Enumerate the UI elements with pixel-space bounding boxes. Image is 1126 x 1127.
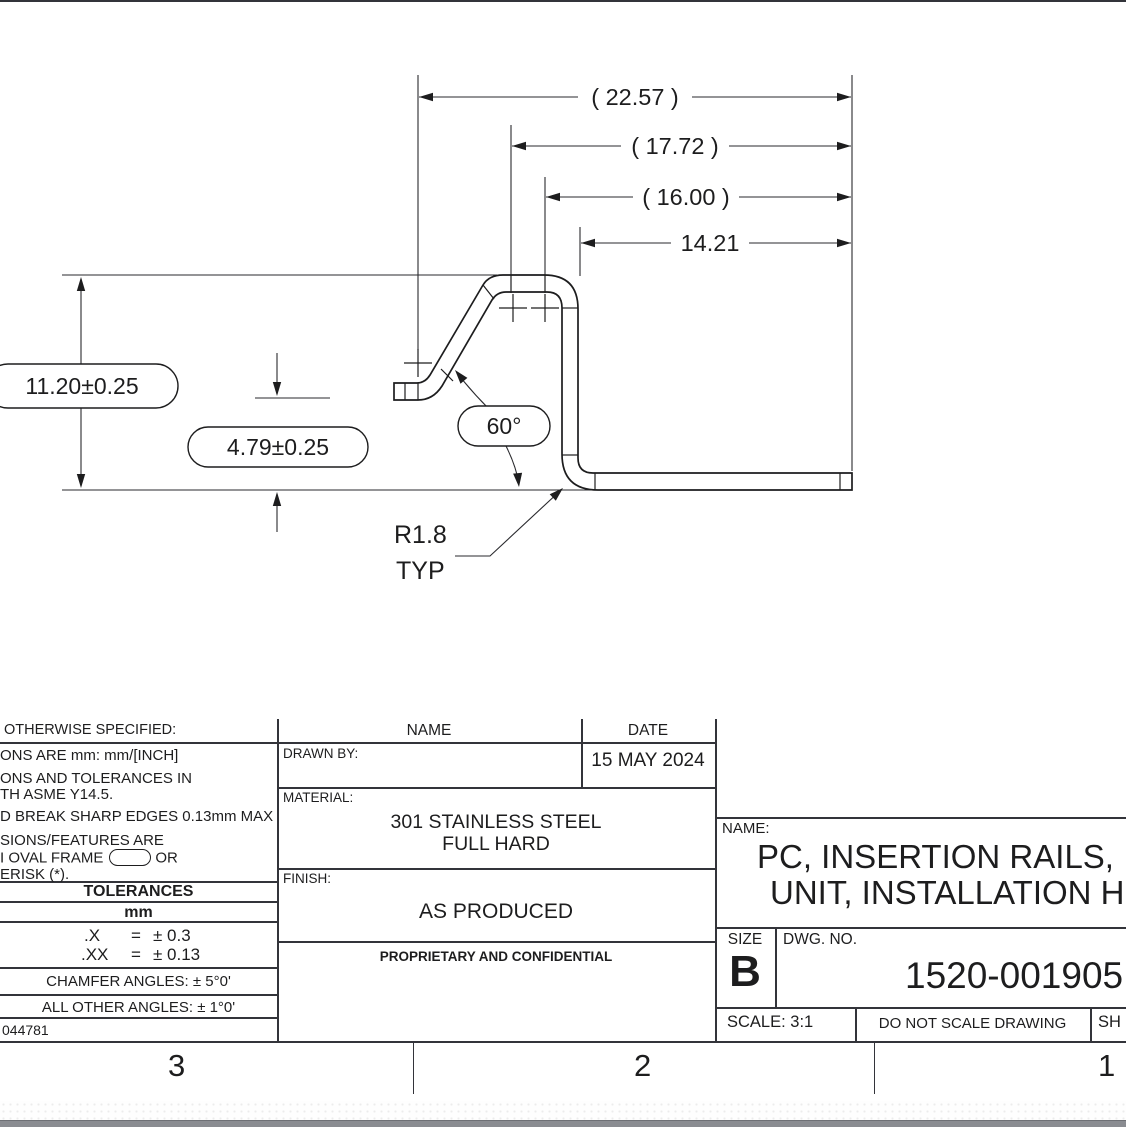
note-line: ONS ARE mm: mm/[INCH] [0,747,179,764]
titleblock-border [855,1007,857,1041]
oval-frame-icon [109,849,152,866]
titleblock-border [0,881,277,883]
note-line: ONS AND TOLERANCES IN [0,770,192,787]
size-value: B [729,947,761,996]
tolerances-title: TOLERANCES [83,883,194,900]
tol-eq: = [131,926,141,945]
titleblock-border [0,0,1126,2]
scale-label: SCALE: 3:1 [727,1013,814,1031]
titleblock-border [277,941,715,943]
tol-eq: = [131,945,141,964]
part-name-label: NAME: [722,820,770,837]
dwg-no-label: DWG. NO. [783,931,858,948]
titleblock-border [0,967,277,969]
tol-label: .X [84,926,101,945]
note-line-text: I OVAL FRAME [0,849,104,867]
name-column-header: NAME [406,722,452,739]
titleblock-border [0,1017,277,1019]
dim-17-72-label: ( 17.72 ) [631,133,719,159]
dim-16-00-label: ( 16.00 ) [642,184,730,210]
part-profile [393,274,853,491]
titleblock-border [277,787,715,789]
date-column-header: DATE [627,722,669,739]
finish-label: FINISH: [283,871,332,886]
dim-14-21-label: 14.21 [681,230,740,256]
titleblock-border [715,927,1126,929]
dimension-arrowheads [76,92,851,506]
zone-number-1: 1 [1098,1048,1116,1083]
size-label: SIZE [727,931,763,948]
material-value-line1: 301 STAINLESS STEEL [390,811,602,833]
dim-radius-typ-label: TYP [396,557,445,585]
tol-value: ± 0.13 [153,945,201,964]
titleblock-border [715,1007,1126,1009]
tol-label: .XX [81,945,109,964]
center-marks [404,294,559,377]
note-line: D BREAK SHARP EDGES 0.13mm MAX [0,808,274,825]
titleblock-border [277,719,279,1042]
window-bottom-bar [0,1120,1126,1127]
note-line: TH ASME Y14.5. [0,786,114,803]
titleblock-border [0,921,277,923]
titleblock-border [715,817,1126,819]
inspection-ovals [0,363,551,468]
titleblock-border [715,719,717,1042]
finish-value: AS PRODUCED [418,900,574,923]
chamfer-angles: CHAMFER ANGLES: ± 5°0' [46,973,231,990]
titleblock-border [1090,1007,1092,1041]
notes-header: OTHERWISE SPECIFIED: [4,722,177,738]
dim-height-label: 11.20±0.25 [25,373,138,399]
note-line: SIONS/FEATURES ARE [0,832,164,849]
tol-value: ± 0.3 [153,926,191,945]
dim-overall-label: ( 22.57 ) [591,84,679,110]
titleblock-border [0,901,277,903]
material-label: MATERIAL: [283,790,354,805]
zone-separator [413,1042,415,1094]
dim-angle-label: 60° [487,413,522,439]
note-line: ERISK (*). [0,866,70,883]
note-line-text: OR [155,849,178,867]
titleblock-border [0,994,277,996]
note-line-oval-frame: I OVAL FRAME OR [0,849,178,868]
zone-separator [874,1042,876,1094]
drawing-view: ( 22.57 ) ( 17.72 ) ( 16.00 ) 14.21 11.2… [0,75,853,585]
part-name-line1: PC, INSERTION RAILS, [757,838,1114,875]
tolerances-unit: mm [124,904,153,921]
page-edge-texture [0,1101,1126,1120]
titleblock-border [0,742,715,744]
dim-radius-label: R1.8 [394,521,447,549]
zone-number-2: 2 [634,1048,652,1083]
do-not-scale-label: DO NOT SCALE DRAWING [878,1015,1067,1032]
dim-tab-height-label: 4.79±0.25 [227,434,329,460]
sheet-label: SH [1098,1013,1121,1031]
doc-number: 044781 [2,1022,49,1038]
part-name-line2: UNIT, INSTALLATION H [770,874,1125,911]
extension-lines [62,75,853,491]
zone-number-3: 3 [168,1048,186,1083]
drawn-date: 15 MAY 2024 [591,750,705,771]
other-angles: ALL OTHER ANGLES: ± 1°0' [41,999,236,1016]
drawn-by-label: DRAWN BY: [283,746,359,761]
material-value-line2: FULL HARD [442,833,550,855]
titleblock-border [0,1041,1126,1043]
titleblock-border [581,719,583,787]
titleblock-border [277,868,715,870]
proprietary-notice: PROPRIETARY AND CONFIDENTIAL [379,949,613,964]
titleblock-border [775,927,777,1007]
bend-tangent-lines [404,275,841,490]
dwg-number: 1520-001905 [905,955,1124,996]
